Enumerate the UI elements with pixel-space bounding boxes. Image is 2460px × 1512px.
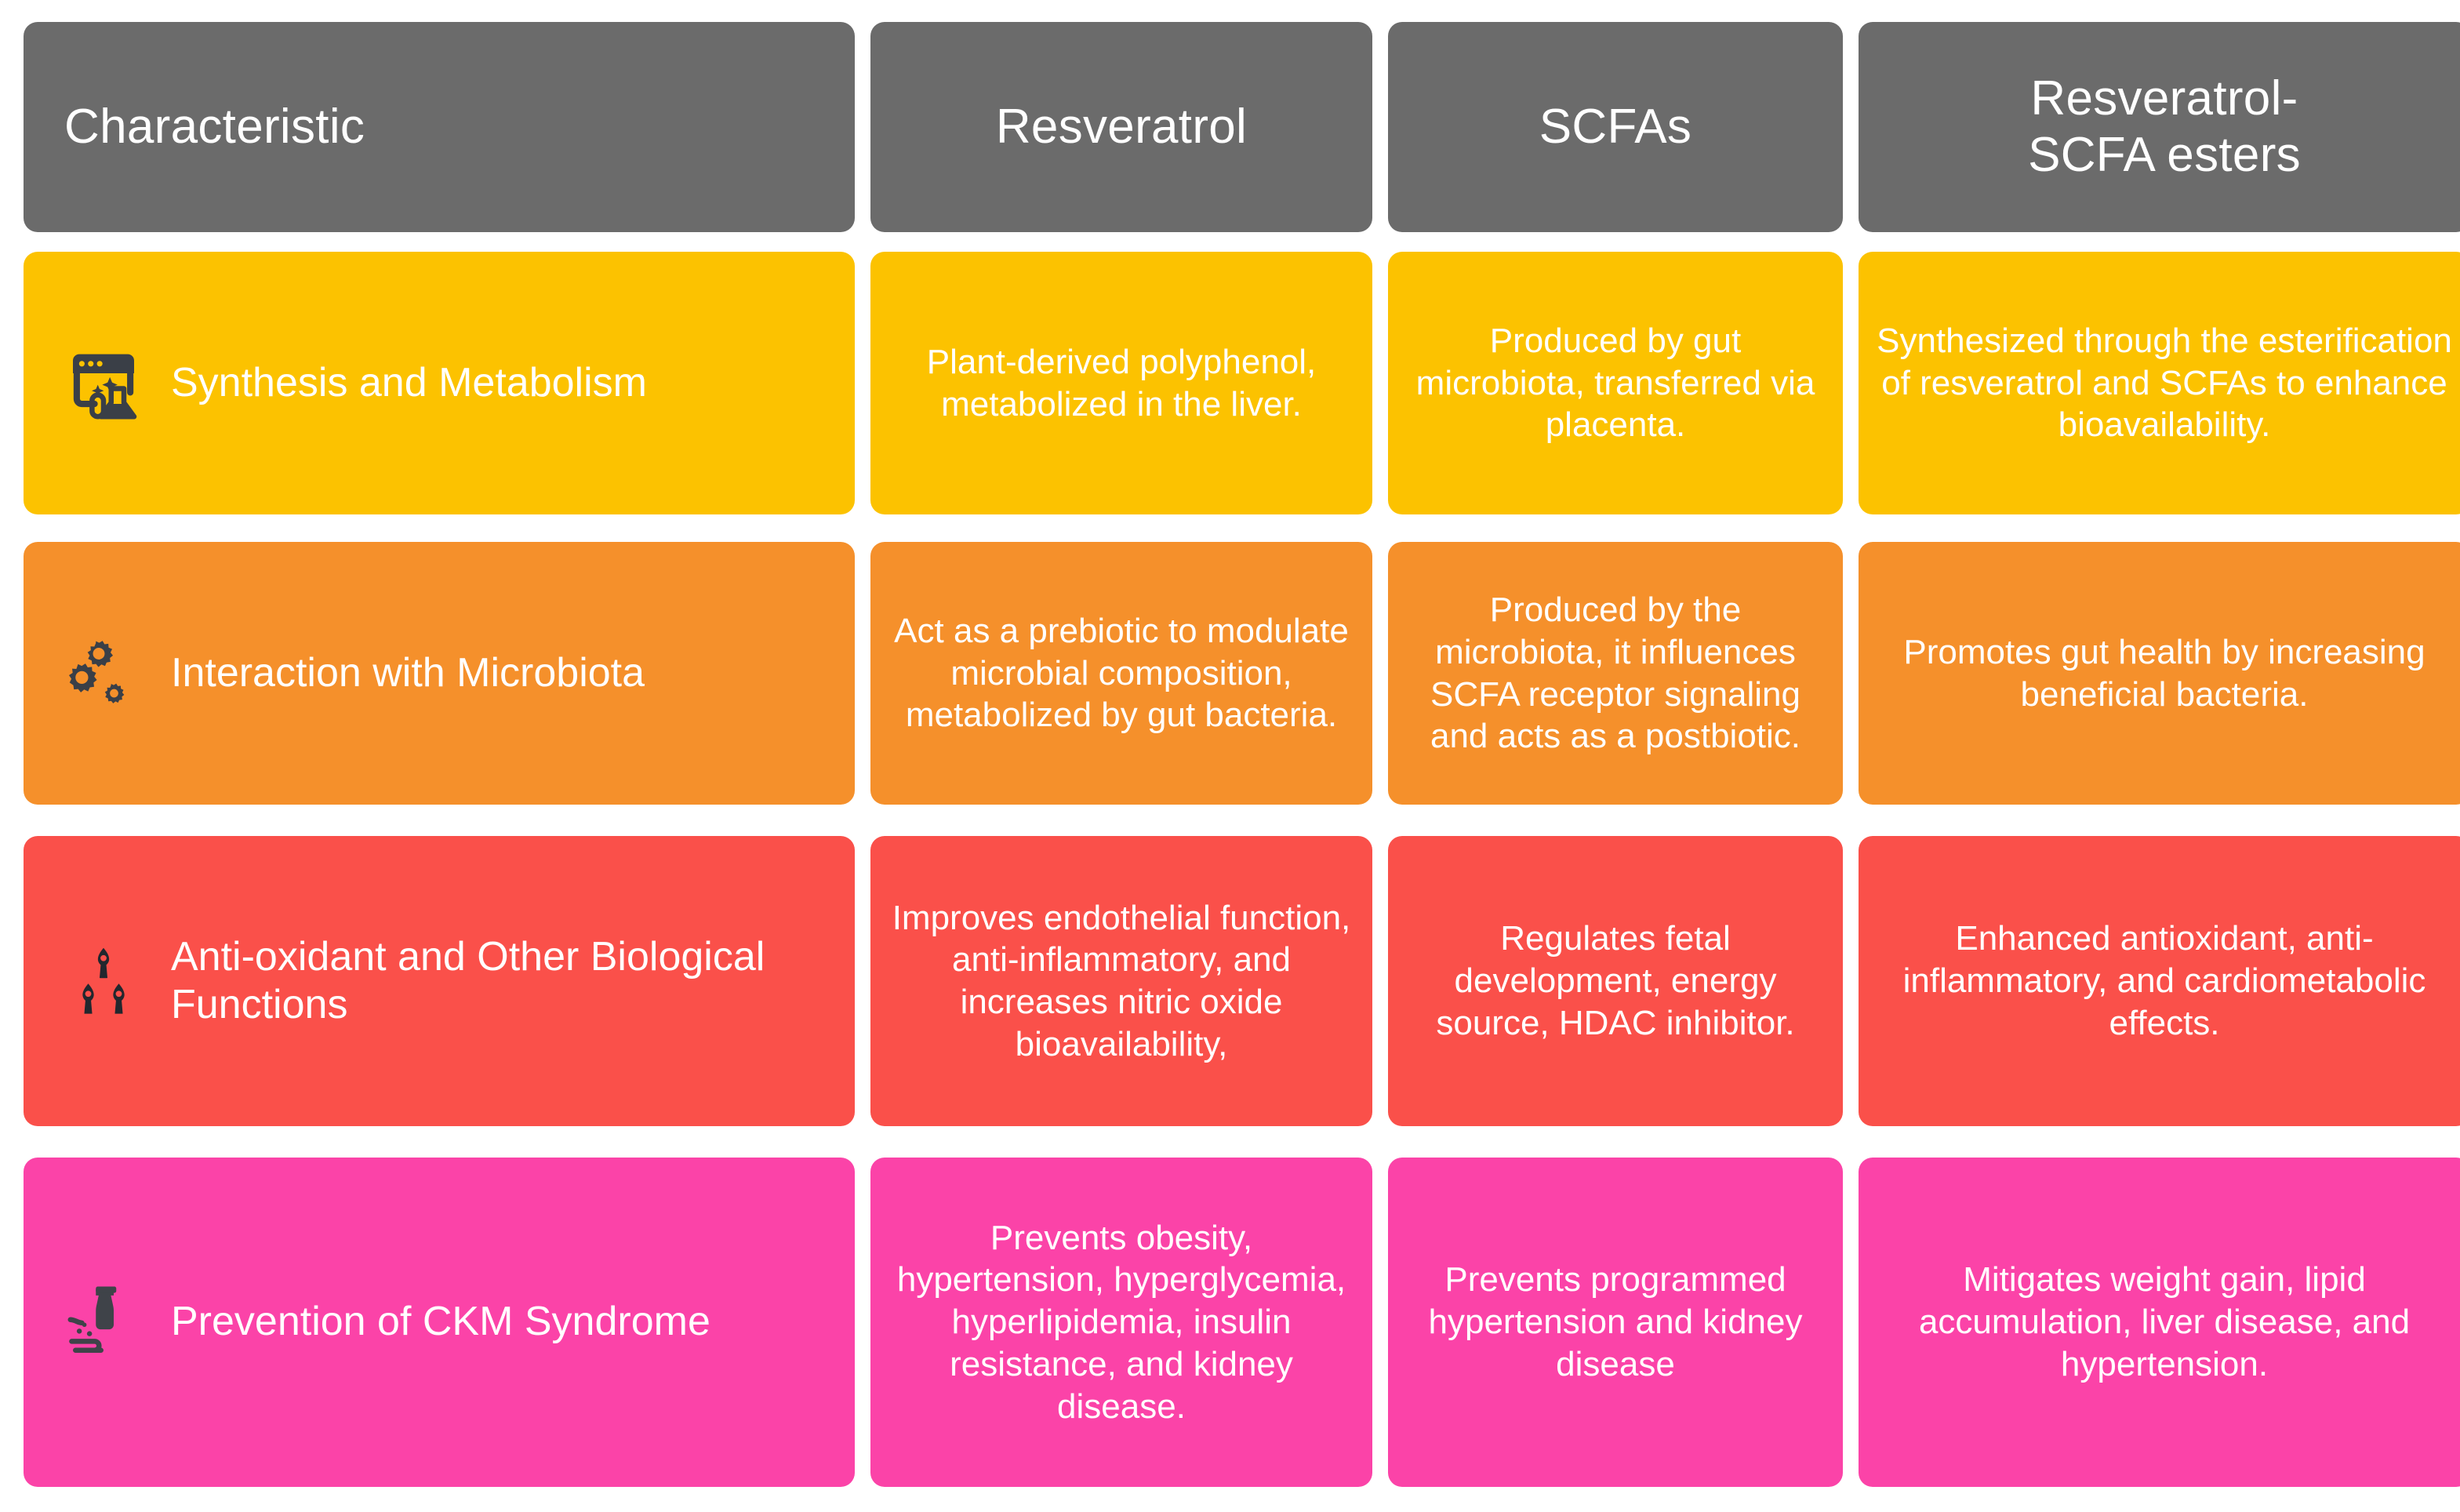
cell-gap-r1-2	[1372, 252, 1388, 514]
header-scfas-label: SCFAs	[1539, 100, 1692, 154]
molecule-cluster-icon	[63, 940, 144, 1022]
header-resveratrol-scfa-esters: Resveratrol- SCFA esters	[1859, 22, 2460, 232]
cell-text: Prevents programmed hypertension and kid…	[1428, 1260, 1803, 1383]
cell-r1-scfas: Produced by gut microbiota, transferred …	[1388, 252, 1843, 514]
header-resveratrol: Resveratrol	[870, 22, 1372, 232]
header-resveratrol-scfa-esters-label: Resveratrol- SCFA esters	[2028, 71, 2301, 182]
cell-r4-resveratrol: Prevents obesity, hypertension, hypergly…	[870, 1158, 1372, 1487]
cell-gap-r3-3	[1843, 836, 1859, 1126]
vial-in-hand-icon	[63, 1281, 144, 1363]
cell-text: Enhanced antioxidant, anti-inflammatory,…	[1902, 919, 2426, 1042]
cell-r4-resveratrol-scfa-esters: Mitigates weight gain, lipid accumulatio…	[1859, 1158, 2460, 1487]
cell-text: Prevents obesity, hypertension, hypergly…	[896, 1218, 1346, 1426]
cell-text: Promotes gut health by increasing benefi…	[1903, 632, 2425, 714]
cell-gap-r2-1	[855, 542, 870, 805]
header-scfas: SCFAs	[1388, 22, 1843, 232]
row-spacer-3	[24, 1126, 2460, 1158]
cell-gap-r3-2	[1372, 836, 1388, 1126]
cell-text: Mitigates weight gain, lipid accumulatio…	[1918, 1260, 2411, 1383]
header-gap-1	[855, 22, 870, 232]
cell-r1-resveratrol: Plant-derived polyphenol, metabolized in…	[870, 252, 1372, 514]
row-label-synthesis-and-metabolism: Synthesis and Metabolism	[24, 252, 855, 514]
header-characteristic-label: Characteristic	[64, 100, 365, 154]
header-gap-2	[1372, 22, 1388, 232]
cell-r3-scfas: Regulates fetal development, energy sour…	[1388, 836, 1843, 1126]
cell-r4-scfas: Prevents programmed hypertension and kid…	[1388, 1158, 1843, 1487]
cell-r1-resveratrol-scfa-esters: Synthesized through the esterification o…	[1859, 252, 2460, 514]
cell-text: Act as a prebiotic to modulate microbial…	[894, 611, 1349, 735]
row-label-text: Anti-oxidant and Other Biological Functi…	[171, 933, 765, 1027]
cell-text: Produced by gut microbiota, transferred …	[1415, 321, 1815, 445]
cell-r2-resveratrol: Act as a prebiotic to modulate microbial…	[870, 542, 1372, 805]
cell-gap-r3-1	[855, 836, 870, 1126]
header-characteristic: Characteristic	[24, 22, 855, 232]
cell-text: Regulates fetal development, energy sour…	[1436, 919, 1795, 1042]
cell-gap-r2-3	[1843, 542, 1859, 805]
cell-gap-r1-3	[1843, 252, 1859, 514]
header-resveratrol-label: Resveratrol	[995, 100, 1248, 154]
cell-text: Synthesized through the esterification o…	[1877, 321, 2452, 445]
header-gap-3	[1843, 22, 1859, 232]
cell-gap-r1-1	[855, 252, 870, 514]
cell-r3-resveratrol: Improves endothelial function, anti-infl…	[870, 836, 1372, 1126]
cell-text: Improves endothelial function, anti-infl…	[892, 898, 1351, 1063]
cell-gap-r2-2	[1372, 542, 1388, 805]
cell-r3-resveratrol-scfa-esters: Enhanced antioxidant, anti-inflammatory,…	[1859, 836, 2460, 1126]
cell-text: Produced by the microbiota, it influence…	[1430, 591, 1801, 756]
row-label-text: Synthesis and Metabolism	[171, 359, 647, 405]
row-label-interaction-with-microbiota: Interaction with Microbiota	[24, 542, 855, 805]
cell-gap-r4-3	[1843, 1158, 1859, 1487]
row-label-text: Interaction with Microbiota	[171, 649, 645, 696]
cell-r2-scfas: Produced by the microbiota, it influence…	[1388, 542, 1843, 805]
row-spacer-2	[24, 805, 2460, 836]
cell-r2-resveratrol-scfa-esters: Promotes gut health by increasing benefi…	[1859, 542, 2460, 805]
cell-gap-r4-1	[855, 1158, 870, 1487]
cell-text: Plant-derived polyphenol, metabolized in…	[926, 342, 1317, 423]
row-label-anti-oxidant-and-other-biological-functions: Anti-oxidant and Other Biological Functi…	[24, 836, 855, 1126]
cell-gap-r4-2	[1372, 1158, 1388, 1487]
lab-window-flask-icon	[63, 343, 144, 424]
gears-microbe-icon	[63, 633, 144, 714]
row-label-prevention-of-ckm-syndrome: Prevention of CKM Syndrome	[24, 1158, 855, 1487]
row-label-text: Prevention of CKM Syndrome	[171, 1299, 710, 1345]
row-spacer-header	[24, 232, 2460, 252]
row-spacer-1	[24, 514, 2460, 542]
